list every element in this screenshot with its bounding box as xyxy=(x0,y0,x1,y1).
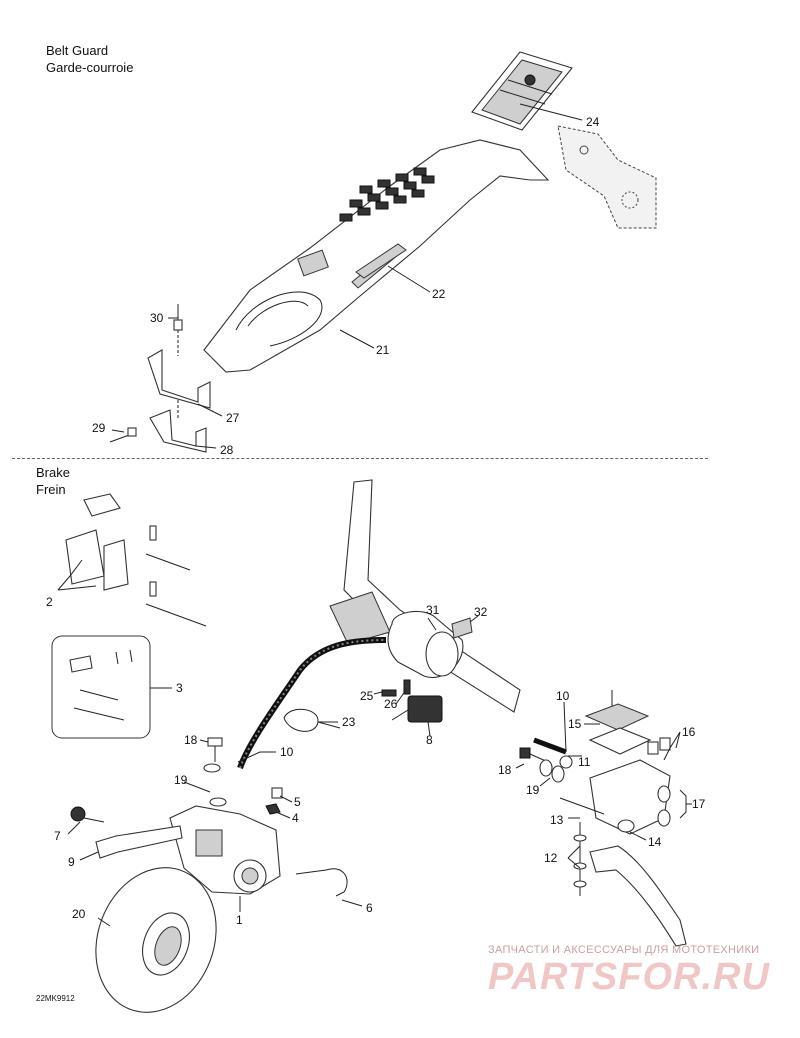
switch-8 xyxy=(391,695,443,723)
brake-lever xyxy=(589,845,687,947)
callout-5: 5 xyxy=(294,795,301,809)
cable-tie-23 xyxy=(283,708,341,732)
callout-18-left: 18 xyxy=(184,733,198,747)
bolt-18-left xyxy=(207,737,223,762)
diagram-code: 22MK9912 xyxy=(36,994,75,1003)
bracket-28 xyxy=(149,409,207,453)
callout-23: 23 xyxy=(342,715,356,729)
throttle-housing-31 xyxy=(387,610,464,679)
callout-11: 11 xyxy=(578,755,591,769)
callout-19-left: 19 xyxy=(174,773,188,787)
bolt-18-right xyxy=(519,747,549,763)
bracket-27 xyxy=(147,349,211,409)
brake-title: Brake Frein xyxy=(36,464,70,498)
callout-17: 17 xyxy=(692,797,706,811)
callout-1: 1 xyxy=(236,913,243,927)
spring-17 xyxy=(657,785,671,827)
watermark-logo: PARTSFOR.RU xyxy=(488,956,770,998)
piston-14 xyxy=(617,819,635,833)
callout-3: 3 xyxy=(176,681,183,695)
callout-29: 29 xyxy=(92,421,106,435)
callout-14: 14 xyxy=(648,835,662,849)
callout-19-right: 19 xyxy=(526,783,540,797)
bracket-9 xyxy=(95,825,183,859)
handlebar xyxy=(329,479,521,713)
section-divider xyxy=(12,458,708,459)
bolt-7 xyxy=(70,806,105,823)
caliper-1 xyxy=(169,805,281,895)
callout-10-right: 10 xyxy=(556,689,570,703)
hose-10-right xyxy=(533,737,573,769)
brake-disc-20 xyxy=(95,867,217,1013)
callout-32: 32 xyxy=(474,605,488,619)
callout-6: 6 xyxy=(366,901,373,915)
brake-pad-kit-2 xyxy=(65,493,207,627)
callout-24: 24 xyxy=(586,115,600,129)
master-cylinder xyxy=(584,690,671,835)
callout-15: 15 xyxy=(568,717,582,731)
screw-26 xyxy=(403,679,411,695)
callout-28: 28 xyxy=(220,443,234,457)
callout-13: 13 xyxy=(550,813,564,827)
callout-27: 27 xyxy=(226,411,240,425)
callout-26: 26 xyxy=(384,697,398,711)
callout-4: 4 xyxy=(292,811,299,825)
callout-2: 2 xyxy=(46,595,53,609)
callout-31: 31 xyxy=(426,603,440,617)
callout-12: 12 xyxy=(544,851,558,865)
belt-guard-title-en: Belt Guard xyxy=(46,43,109,58)
belt-guard-title-fr: Garde-courroie xyxy=(46,60,134,75)
kit-3-box xyxy=(51,635,151,739)
callout-16: 16 xyxy=(682,725,696,739)
cover-15 xyxy=(584,703,650,731)
washer-19-left-a xyxy=(203,763,221,773)
callout-8: 8 xyxy=(426,733,433,747)
callout-30: 30 xyxy=(150,311,164,325)
mounting-bracket-outline xyxy=(557,125,657,229)
belt-guard-title: Belt Guard Garde-courroie xyxy=(46,42,133,76)
callout-22: 22 xyxy=(432,287,446,301)
callout-10-left: 10 xyxy=(280,745,294,759)
callout-25: 25 xyxy=(360,689,374,703)
vent-grid xyxy=(339,167,435,222)
nut-4 xyxy=(265,803,281,815)
screw-25 xyxy=(381,689,397,697)
brake-title-fr: Frein xyxy=(36,482,66,497)
rivet-29 xyxy=(109,427,137,443)
screws-12 xyxy=(573,822,587,896)
callout-18-right: 18 xyxy=(498,763,512,777)
callout-20: 20 xyxy=(72,907,86,921)
decal-24 xyxy=(471,51,573,131)
callout-21: 21 xyxy=(376,343,390,357)
brake-hose-10 xyxy=(237,637,387,770)
watermark-tagline: ЗАПЧАСТИ И АКСЕССУАРЫ ДЛЯ МОТОТЕХНИКИ xyxy=(488,944,760,956)
pivot-13 xyxy=(559,797,605,815)
callout-7: 7 xyxy=(54,829,61,843)
brake-title-en: Brake xyxy=(36,465,70,480)
belt-guard-21 xyxy=(203,139,550,373)
callout-9: 9 xyxy=(68,855,75,869)
bleeder-5 xyxy=(271,787,283,799)
washer-19-left-b xyxy=(209,797,227,807)
gasket-11 xyxy=(588,727,652,755)
wire-6 xyxy=(295,868,348,897)
washer-19-right-b xyxy=(551,765,565,783)
element-32 xyxy=(451,617,473,639)
washer-19-right-a xyxy=(539,759,553,777)
decal-22 xyxy=(355,243,407,279)
rivet-30 xyxy=(173,304,183,331)
